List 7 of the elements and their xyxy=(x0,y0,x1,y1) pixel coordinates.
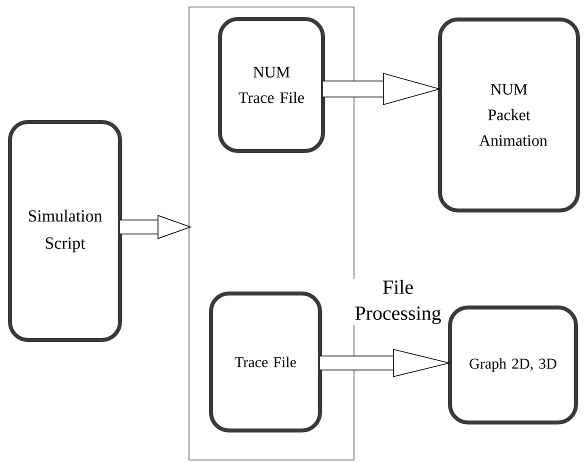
process-box: NUM Packet Animation xyxy=(438,18,580,212)
process-box: NUM Trace File xyxy=(218,17,325,153)
process-box: Trace File xyxy=(209,292,322,432)
process-box: Simulation Script xyxy=(8,120,122,342)
edge-label: File Processing xyxy=(350,278,446,326)
container-box xyxy=(188,6,354,460)
process-box: Graph 2D, 3D xyxy=(448,306,578,424)
